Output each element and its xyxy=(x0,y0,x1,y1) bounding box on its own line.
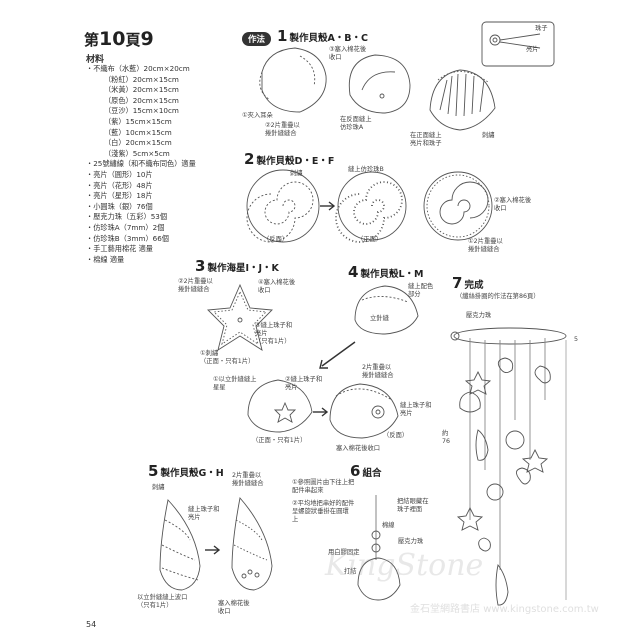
label: ②縫上珠子和亮片 xyxy=(285,376,323,391)
material-item: ・壓克力珠（五彩）53個 xyxy=(86,212,168,222)
label: 棉線 xyxy=(382,522,395,529)
material-item: ・仿珍珠A（7mm）2個 xyxy=(86,222,165,232)
material-item: ・25號繡線（和不織布同色）適量 xyxy=(86,159,196,169)
label: 打結 xyxy=(344,568,357,575)
starfish-illustration xyxy=(207,283,273,351)
label: ④塞入棉花後收口 xyxy=(258,279,296,294)
material-item: ・亮片（圓形）10片 xyxy=(86,169,153,179)
label: 刺繡 xyxy=(290,170,303,177)
label: 2片重疊以捲針縫縫合 xyxy=(232,472,264,487)
material-item: ・亮片（花形）48片 xyxy=(86,180,153,190)
page-header: 第10頁9 xyxy=(84,28,154,50)
bead-detail-illustration xyxy=(481,21,555,67)
watermark-url: 金石堂網路書店 www.kingstone.com.tw xyxy=(410,604,599,615)
assembly-illustration xyxy=(357,495,401,601)
material-item: （豆沙）15cm×10cm xyxy=(86,106,179,116)
label: 立針縫 xyxy=(370,315,389,322)
spiral-shell-stuffed-illustration xyxy=(423,171,493,241)
label: 縫上仿珍珠B xyxy=(348,166,384,173)
label: 在反面縫上仿珍珠A xyxy=(340,116,372,131)
arrow-icon xyxy=(321,341,356,367)
materials-title: 材料 xyxy=(86,55,105,65)
material-item: ・不織布（水藍）20cm×20cm xyxy=(86,64,190,73)
materials-list: ・不織布（水藍）20cm×20cm （粉紅）20cm×15cm （米黃）20cm… xyxy=(86,64,196,265)
material-item: （白）20cm×15cm xyxy=(86,138,172,148)
label: （反面） xyxy=(383,432,409,439)
material-item: （粉紅）20cm×15cm xyxy=(86,74,179,84)
shell-closed-illustration xyxy=(348,54,411,114)
label: 縫上珠子和亮片 xyxy=(400,402,432,417)
conch-shell-front-illustration xyxy=(231,497,273,591)
spiral-shell-back-illustration xyxy=(246,169,320,243)
label: ②塞入棉花後收口 xyxy=(494,197,532,212)
label: 縫上配色部分 xyxy=(408,283,434,298)
label: 刺繡 xyxy=(482,132,495,139)
label: ①夾入耳朵 xyxy=(242,112,273,119)
material-item: （淺紫）5cm×5cm xyxy=(86,148,170,158)
label: 5 xyxy=(574,336,579,343)
arrow-head-icon xyxy=(328,201,336,211)
label: 塞入棉花後收口 xyxy=(336,445,381,452)
label: （反面） xyxy=(263,236,289,243)
scallop-shell-illustration xyxy=(429,69,496,131)
spiral-shell-front-illustration xyxy=(335,171,407,243)
label: 2片重疊以捲針縫縫合 xyxy=(362,364,394,379)
material-item: （藍）10cm×15cm xyxy=(86,127,172,137)
label: 縫上珠子和亮片 xyxy=(188,506,220,521)
label: 珠子 xyxy=(535,25,548,32)
label: ②2片重疊以捲針縫縫合 xyxy=(178,278,213,293)
label: 塞入棉花後收口 xyxy=(218,600,250,615)
label: 壓克力珠 xyxy=(466,312,492,319)
label: ①以立針縫縫上星星 xyxy=(213,376,257,391)
snail-shell-back-illustration xyxy=(329,383,399,439)
shell-open-illustration xyxy=(259,47,327,113)
label: ②平均地把串好的配件呈螺旋狀垂掛在圓環上 xyxy=(292,500,355,523)
label: （纖絲掛圈的作法在第86頁） xyxy=(456,293,540,300)
arrow-head-icon xyxy=(321,407,329,417)
material-item: （米黃）20cm×15cm xyxy=(86,85,179,95)
label: 刺繡 xyxy=(152,484,165,491)
label: （正面） xyxy=(357,236,383,243)
finished-mobile-illustration xyxy=(450,327,567,606)
material-item: （紫）15cm×15cm xyxy=(86,116,172,126)
snail-shell-top-illustration xyxy=(354,285,419,335)
label: ①2片重疊以捲針縫縫合 xyxy=(468,238,503,253)
label: 以立針縫縫上波口（只有1片） xyxy=(137,594,188,609)
watermark: KingStone xyxy=(325,548,484,583)
label: 用白膠固定 xyxy=(328,549,360,556)
label: 壓克力珠 xyxy=(398,538,424,545)
material-item: ・仿珍珠B（3mm）66個 xyxy=(86,233,169,243)
label: （正面・只有1片） xyxy=(252,437,307,444)
label: 在正面縫上亮片和珠子 xyxy=(410,132,442,147)
snail-shell-front-illustration xyxy=(247,379,313,433)
arrow-head-icon xyxy=(213,545,221,555)
label: ③縫上珠子和亮片（只有1片） xyxy=(255,322,293,345)
material-item: ・手工藝用棉花 適量 xyxy=(86,244,153,254)
material-item: ・棉線 適量 xyxy=(86,254,125,264)
label: ①參照圖片由下往上把配件串起來 xyxy=(292,479,355,494)
material-item: ・小圓珠（銀）76個 xyxy=(86,201,153,211)
label: ③塞入棉花後收口 xyxy=(329,46,367,61)
page-number: 54 xyxy=(86,620,97,629)
arrow-head-icon xyxy=(319,359,328,369)
conch-shell-back-illustration xyxy=(159,499,201,591)
material-item: ・亮片（星形）18片 xyxy=(86,191,153,201)
label: ①刺繡（正面・只有1片） xyxy=(200,350,255,365)
label: 把結眼藏在珠子裡面 xyxy=(397,498,429,513)
method-badge: 作法 xyxy=(242,31,272,46)
material-item: （原色）20cm×15cm xyxy=(86,95,179,105)
label: 亮片 xyxy=(526,46,539,53)
label: ②2片重疊以捲針縫縫合 xyxy=(265,122,300,137)
